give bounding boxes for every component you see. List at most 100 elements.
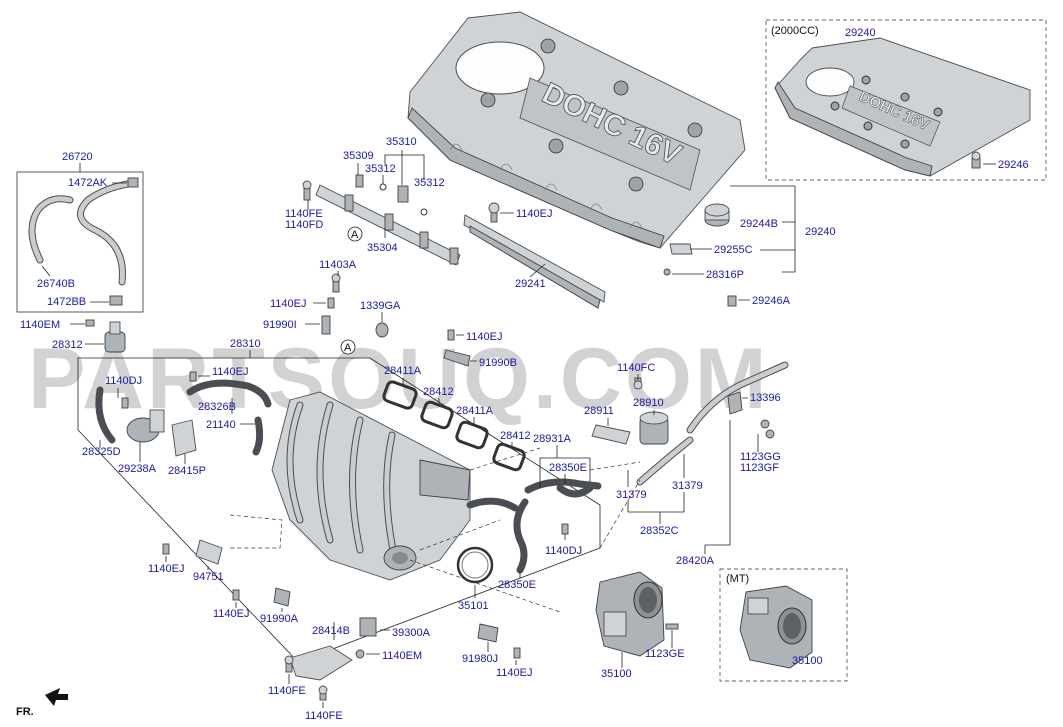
bolt-1140DJ-b[interactable] — [561, 523, 569, 535]
sensor-28312[interactable] — [104, 321, 126, 353]
bolt-1123GG[interactable] — [760, 419, 770, 429]
label-1140DJ-b[interactable]: 1140DJ — [545, 545, 582, 557]
label-35100-a[interactable]: 35100 — [601, 668, 632, 680]
label-28350E-a[interactable]: 28350E — [549, 462, 587, 474]
label-28310[interactable]: 28310 — [230, 338, 261, 350]
label-29241[interactable]: 29241 — [515, 278, 546, 290]
circle-ref-a-top[interactable]: A — [347, 226, 363, 242]
pressure-sensor-35309[interactable] — [355, 174, 364, 188]
pipe-28420A[interactable] — [686, 361, 789, 434]
bolt-28316P[interactable] — [663, 268, 671, 276]
label-28910[interactable]: 28910 — [633, 397, 664, 409]
bolt-1140EJ-a[interactable] — [488, 202, 500, 223]
stud-29246A[interactable] — [727, 295, 737, 307]
throttle-body-35100-mt[interactable] — [739, 585, 813, 669]
label-35309[interactable]: 35309 — [343, 150, 374, 162]
label-31379-b[interactable]: 31379 — [672, 480, 703, 492]
gasket-28412-a[interactable] — [420, 400, 454, 430]
label-29255C[interactable]: 29255C — [714, 244, 753, 256]
label-91990A[interactable]: 91990A — [260, 613, 299, 625]
label-28412-b[interactable]: 28412 — [500, 430, 531, 442]
stud-11403A[interactable] — [331, 273, 341, 293]
label-94751[interactable]: 94751 — [193, 571, 224, 583]
hose-28931A[interactable] — [524, 478, 602, 494]
label-29246A[interactable]: 29246A — [752, 295, 791, 307]
label-1140EM-a[interactable]: 1140EM — [20, 319, 60, 331]
label-31379-a[interactable]: 31379 — [616, 489, 647, 501]
label-1339GA[interactable]: 1339GA — [360, 300, 401, 312]
gasket-35101[interactable] — [456, 546, 494, 584]
bracket-91980J[interactable] — [477, 623, 499, 643]
bolt-1140EJ-g[interactable] — [513, 647, 521, 659]
engine-cover-2000cc[interactable] — [774, 37, 1031, 177]
label-39300A[interactable]: 39300A — [392, 627, 431, 639]
label-1472BB[interactable]: 1472BB — [47, 296, 86, 308]
label-1123GF[interactable]: 1123GF — [740, 462, 779, 474]
regulator-35310[interactable] — [397, 185, 409, 203]
gasket-28411A-a[interactable] — [382, 380, 418, 410]
gasket-28412-b[interactable] — [492, 442, 526, 472]
label-1140FE-c[interactable]: 1140FE — [305, 710, 343, 722]
clip-13396[interactable] — [727, 391, 743, 415]
grommet-29244B[interactable] — [704, 203, 730, 227]
label-91990B[interactable]: 91990B — [479, 357, 517, 369]
label-29238A[interactable]: 29238A — [118, 463, 157, 475]
label-1140EJ-f[interactable]: 1140EJ — [213, 608, 250, 620]
label-28414B[interactable]: 28414B — [312, 625, 350, 637]
bolt-1140DJ-a[interactable] — [121, 397, 129, 409]
label-1140FE-a[interactable]: 1140FE — [285, 208, 323, 220]
label-91990I[interactable]: 91990I — [263, 319, 297, 331]
label-29240-top[interactable]: 29240 — [845, 27, 876, 39]
label-35310[interactable]: 35310 — [386, 136, 417, 148]
label-1140EJ-d[interactable]: 1140EJ — [212, 366, 249, 378]
bolt-1140FE-c[interactable] — [318, 685, 328, 701]
label-21140[interactable]: 21140 — [206, 419, 236, 431]
label-28312[interactable]: 28312 — [52, 339, 83, 351]
label-28415P[interactable]: 28415P — [168, 465, 206, 477]
label-28911[interactable]: 28911 — [584, 405, 614, 417]
bracket-28911[interactable] — [591, 424, 631, 445]
label-28420A[interactable]: 28420A — [676, 555, 715, 567]
bracket-94751[interactable] — [195, 539, 223, 565]
label-28326B[interactable]: 28326B — [198, 401, 236, 413]
label-1140EJ-c[interactable]: 1140EJ — [466, 331, 503, 343]
hose-lower-link[interactable] — [466, 497, 519, 512]
label-35304[interactable]: 35304 — [367, 242, 398, 254]
throttle-body-35100[interactable] — [595, 571, 665, 657]
label-1140EJ-a[interactable]: 1140EJ — [516, 208, 553, 220]
bolt-1140EJ-f[interactable] — [232, 589, 240, 601]
label-28316P[interactable]: 28316P — [706, 269, 744, 281]
grommet-1339GA[interactable] — [375, 322, 389, 338]
bracket-28414B[interactable] — [289, 645, 353, 681]
hose-pcv[interactable] — [77, 180, 132, 286]
hose-28325D[interactable] — [95, 386, 116, 444]
bracket-29255C[interactable] — [669, 243, 693, 255]
bracket-28415P[interactable] — [171, 419, 197, 457]
bolt-1140EJ-b[interactable] — [327, 297, 335, 309]
bolt-1123GE[interactable] — [665, 623, 679, 630]
valve-28910[interactable] — [639, 411, 669, 445]
bolt-1140EJ-d[interactable] — [189, 371, 197, 382]
bolt-1140EM-b[interactable] — [355, 649, 365, 659]
label-28931A[interactable]: 28931A — [533, 433, 572, 445]
label-26720[interactable]: 26720 — [62, 151, 93, 163]
label-28350E-b[interactable]: 28350E — [498, 579, 536, 591]
label-1140DJ-a[interactable]: 1140DJ — [105, 375, 142, 387]
bolt-1123GF[interactable] — [765, 429, 775, 439]
bolt-1140FE-a[interactable] — [302, 180, 312, 201]
hose-28352C[interactable] — [636, 436, 694, 486]
oring-35312-a[interactable] — [379, 183, 387, 191]
label-28412-a[interactable]: 28412 — [423, 386, 454, 398]
bolt-1140EJ-c[interactable] — [447, 329, 455, 341]
bracket-91990B[interactable] — [443, 349, 471, 367]
label-91980J[interactable]: 91980J — [462, 653, 498, 665]
tube-28326B[interactable] — [186, 379, 272, 408]
label-28352C[interactable]: 28352C — [640, 525, 679, 537]
label-35312-b[interactable]: 35312 — [414, 177, 445, 189]
connector-21140[interactable] — [252, 416, 264, 456]
label-35100-b[interactable]: 35100 — [792, 655, 823, 667]
label-28411A-b[interactable]: 28411A — [456, 405, 494, 417]
bolt-29246[interactable] — [971, 151, 981, 169]
hose-28350E-a[interactable] — [556, 484, 594, 498]
label-29240-side[interactable]: 29240 — [805, 226, 836, 238]
